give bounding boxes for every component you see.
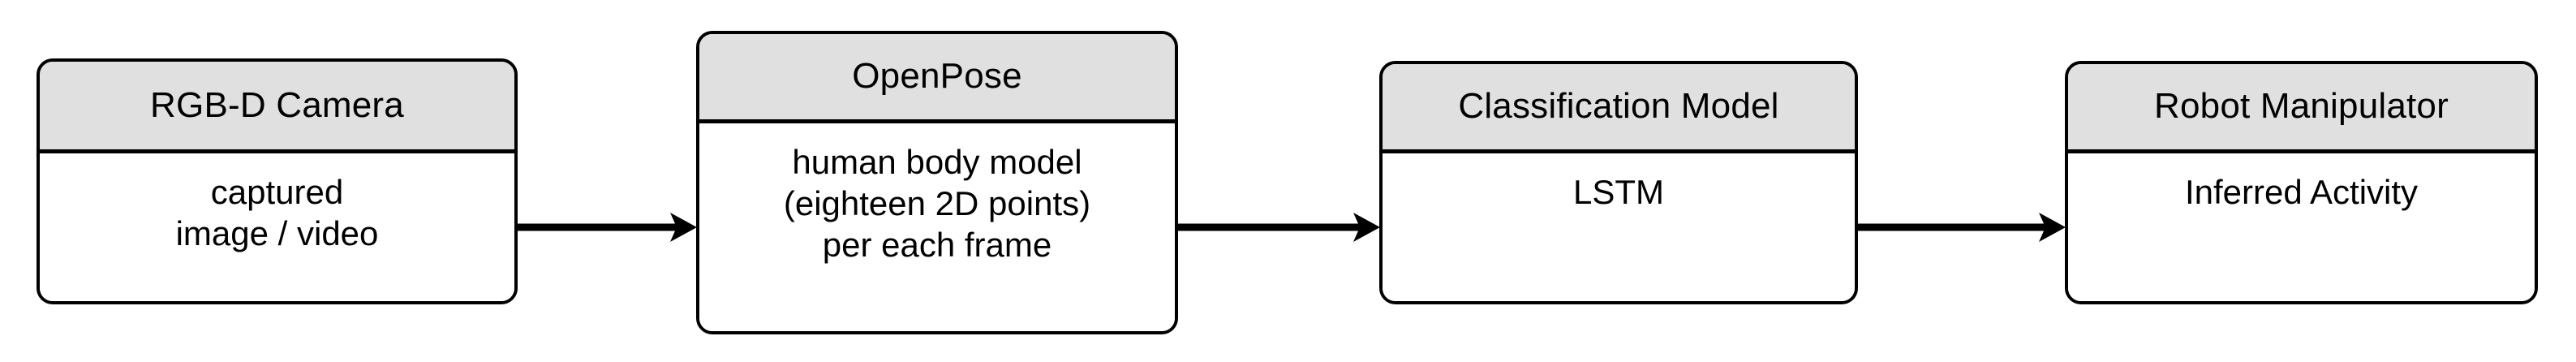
node-body-rgbd-camera: captured image / video — [40, 153, 514, 301]
edge-classification-to-robot — [1858, 209, 2066, 245]
node-body-classification-model: LSTM — [1383, 153, 1855, 301]
node-body-label: Inferred Activity — [2184, 173, 2419, 211]
node-body-label: LSTM — [1572, 173, 1664, 211]
node-header-classification-model: Classification Model — [1383, 64, 1855, 153]
node-body-robot-manipulator: Inferred Activity — [2068, 153, 2535, 301]
node-header-openpose: OpenPose — [699, 34, 1175, 123]
node-header-label: Robot Manipulator — [2154, 86, 2449, 127]
node-body-openpose: human body model (eighteen 2D points) pe… — [699, 123, 1175, 331]
edge-openpose-to-classification — [1178, 209, 1381, 245]
node-header-label: Classification Model — [1458, 86, 1779, 127]
node-body-label: human body model (eighteen 2D points) pe… — [783, 143, 1091, 265]
node-header-label: RGB-D Camera — [150, 84, 404, 125]
node-header-robot-manipulator: Robot Manipulator — [2068, 64, 2535, 153]
node-rgbd-camera[interactable]: RGB-D Camera captured image / video — [37, 58, 518, 304]
node-robot-manipulator[interactable]: Robot Manipulator Inferred Activity — [2065, 61, 2538, 304]
node-header-rgbd-camera: RGB-D Camera — [40, 62, 514, 153]
node-header-label: OpenPose — [852, 56, 1022, 97]
node-classification-model[interactable]: Classification Model LSTM — [1379, 61, 1858, 304]
edge-camera-to-openpose — [518, 209, 698, 245]
node-openpose[interactable]: OpenPose human body model (eighteen 2D p… — [696, 31, 1178, 334]
node-body-label: captured image / video — [175, 173, 379, 253]
